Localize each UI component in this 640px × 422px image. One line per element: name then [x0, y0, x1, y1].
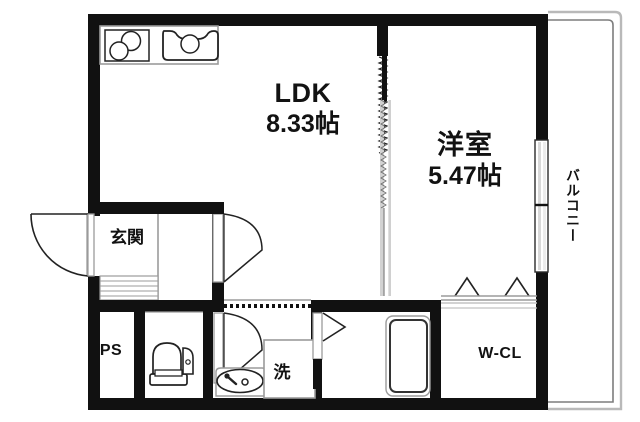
ldk-lower-wall	[212, 202, 224, 214]
stove-icon	[104, 29, 150, 62]
washroom-top-edge	[224, 299, 314, 308]
interior-thin-lines	[145, 299, 537, 313]
washing-machine-space	[263, 339, 316, 399]
kitchen-counter	[99, 25, 219, 65]
entrance-swing-door	[30, 213, 95, 277]
sliding-window	[534, 139, 549, 273]
closet-folding-door	[441, 276, 537, 304]
toilet-icon	[149, 342, 194, 386]
accordion-partition-door	[377, 14, 391, 296]
bathtub-icon	[385, 315, 431, 397]
balcony-outline	[548, 10, 623, 411]
kitchen-sink-icon	[162, 30, 219, 61]
bathroom-folding-door	[312, 312, 347, 389]
wash-basin-icon	[215, 367, 268, 397]
entrance-step	[99, 275, 159, 301]
toilet-swing-door	[213, 312, 263, 384]
